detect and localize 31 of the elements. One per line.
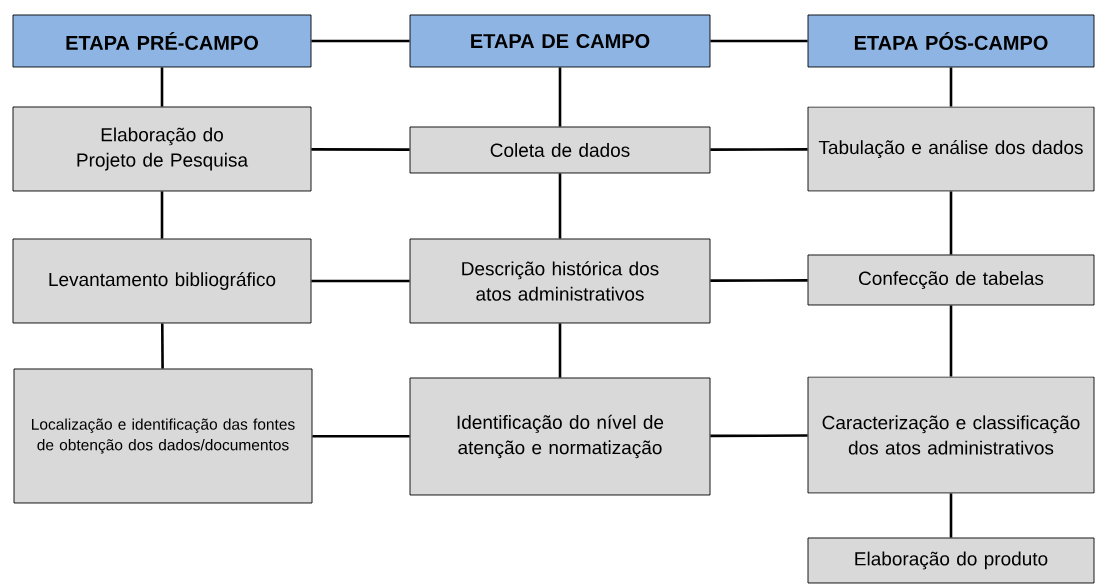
- connector-line: [710, 279, 808, 282]
- connector-line: [949, 493, 953, 538]
- step-box: Coleta de dados: [409, 126, 711, 174]
- connector-line: [558, 323, 562, 378]
- connector-line: [558, 67, 562, 127]
- connector-line: [161, 323, 164, 369]
- step-box: Tabulação e análise dos dados: [807, 106, 1095, 192]
- step-box: Caracterização e classificação dos atos administrativos: [807, 376, 1095, 494]
- connector-line: [949, 191, 953, 255]
- step-box: Localização e identificação das fontes de obtenção dos dados/documentos: [13, 368, 313, 504]
- connector-line: [949, 305, 953, 377]
- heading-box: ETAPA PÓS-CAMPO: [807, 14, 1095, 68]
- connector-line: [312, 434, 410, 438]
- step-box: Levantamento bibliográfico: [12, 238, 312, 324]
- connector-line: [949, 67, 953, 107]
- connector-line: [710, 148, 808, 151]
- connector-line: [311, 39, 410, 43]
- step-box: Elaboração do produto: [807, 537, 1095, 584]
- step-box: Identificação do nível de atenção e normatização: [409, 377, 711, 496]
- step-box: Descrição histórica dos atos administrativos: [409, 238, 711, 324]
- heading-box: ETAPA DE CAMPO: [409, 14, 711, 68]
- step-box: Elaboração do Projeto de Pesquisa: [12, 106, 312, 192]
- connector-line: [160, 191, 164, 239]
- heading-box: ETAPA PRÉ-CAMPO: [12, 14, 312, 68]
- connector-line: [311, 148, 410, 151]
- connector-line: [558, 173, 562, 239]
- connector-line: [710, 39, 808, 43]
- step-box: Confecção de tabelas: [807, 254, 1095, 306]
- connector-line: [710, 434, 808, 438]
- connector-line: [311, 279, 410, 283]
- connector-line: [160, 67, 164, 107]
